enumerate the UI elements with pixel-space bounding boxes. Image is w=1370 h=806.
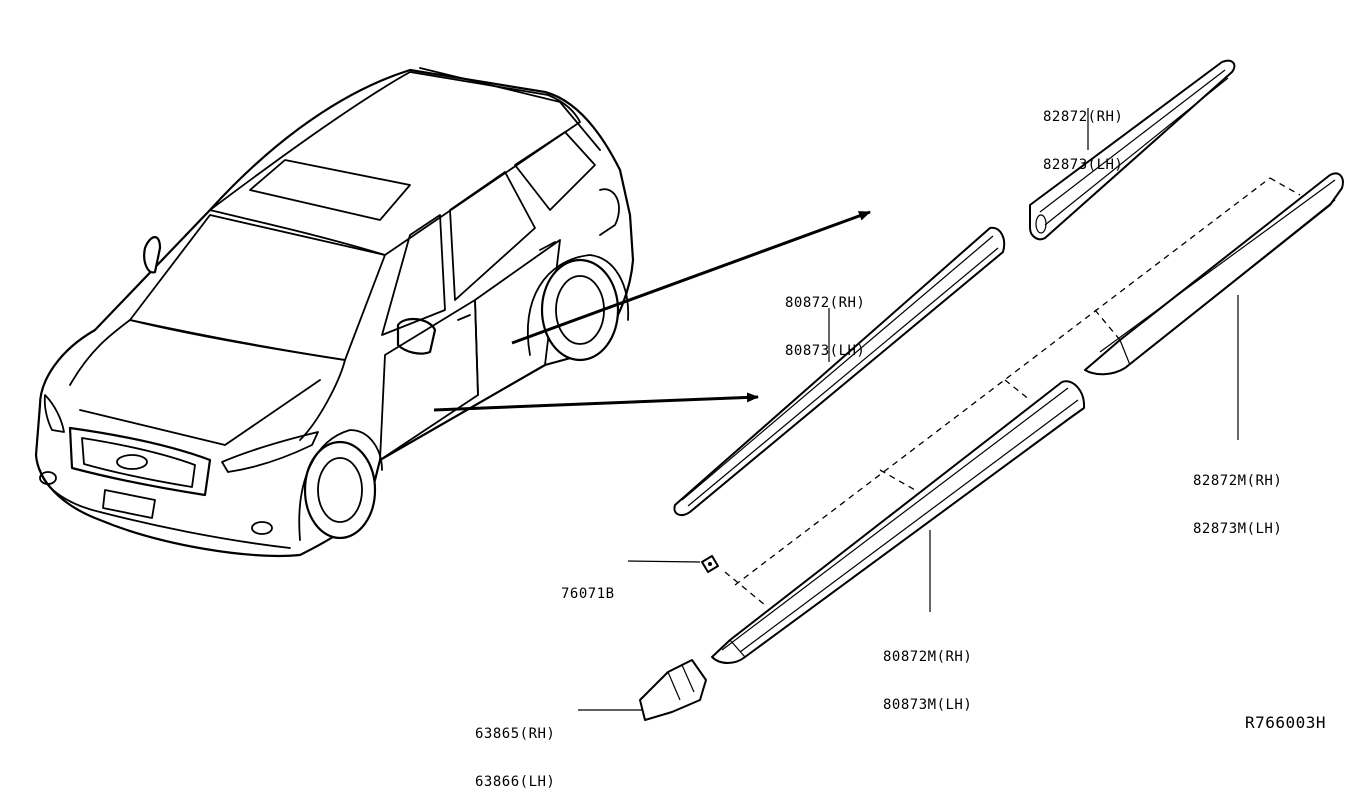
diagram-canvas	[34, 59, 1344, 721]
label-76071b: 76071B	[561, 554, 615, 618]
label-82872m-rh: 82872M(RH)	[1193, 473, 1283, 489]
label-76071b-text: 76071B	[561, 586, 615, 602]
label-82872: 82872(RH) 82873(LH)	[1043, 77, 1123, 189]
part-82872m-drawing	[1084, 172, 1344, 376]
label-63865: 63865(RH) 63866(LH)	[475, 694, 555, 806]
label-63865-lh: 63866(LH)	[475, 774, 556, 790]
label-80872-rh: 80872(RH)	[785, 295, 866, 311]
label-80872-lh: 80873(LH)	[785, 343, 866, 359]
label-82872-rh: 82872(RH)	[1043, 109, 1124, 125]
part-80872-drawing	[673, 226, 1006, 517]
lower-pointer-arrow	[433, 392, 759, 412]
label-63865-rh: 63865(RH)	[475, 726, 556, 742]
label-80872m-rh: 80872M(RH)	[883, 649, 973, 665]
label-80872m: 80872M(RH) 80873M(LH)	[883, 617, 972, 729]
label-82872m-lh: 82873M(LH)	[1193, 521, 1283, 537]
label-80872m-lh: 80873M(LH)	[883, 697, 973, 713]
leader-76071b	[627, 560, 701, 563]
part-82872-drawing	[1029, 59, 1236, 241]
reference-code: R766003H	[1245, 713, 1327, 732]
parts-diagram: 82872(RH) 82873(LH) 80872(RH) 80873(LH) …	[34, 59, 1344, 790]
part-76071b-drawing	[701, 555, 719, 573]
part-80872m-drawing	[711, 380, 1086, 664]
alignment-dash-lines	[724, 177, 1301, 606]
part-63865-drawing	[639, 659, 707, 721]
label-80872: 80872(RH) 80873(LH)	[785, 263, 865, 375]
upper-pointer-arrow	[511, 210, 871, 345]
label-82872-lh: 82873(LH)	[1043, 157, 1124, 173]
vehicle-illustration	[34, 67, 635, 558]
label-82872m: 82872M(RH) 82873M(LH)	[1193, 441, 1282, 553]
